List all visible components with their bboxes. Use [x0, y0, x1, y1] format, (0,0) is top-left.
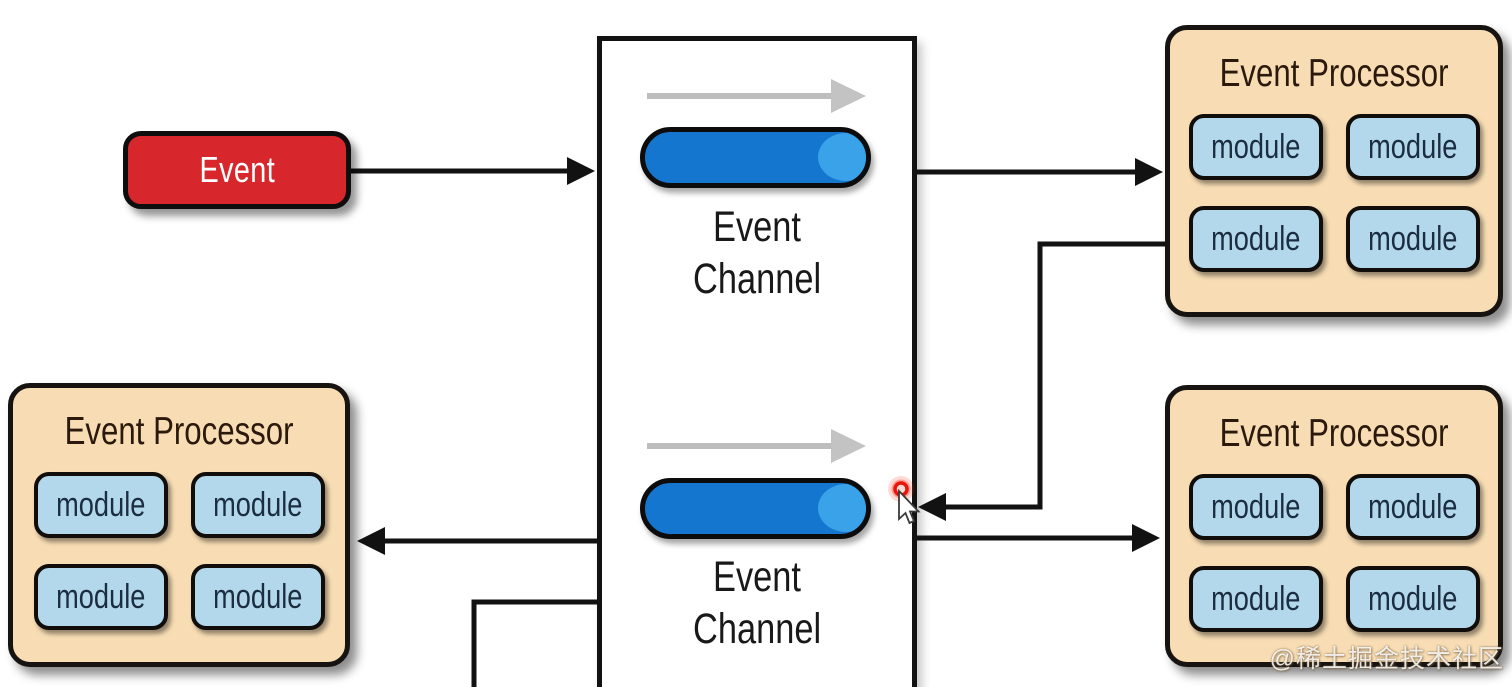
- arrow-event-to-channel: [350, 157, 595, 185]
- module-box: module: [1188, 474, 1323, 540]
- module-label: module: [1367, 219, 1458, 258]
- module-box: module: [1188, 566, 1323, 632]
- arrow-top-right-processor-to-channel2: [918, 241, 1165, 521]
- module-label: module: [55, 485, 146, 524]
- event-processor-bottom-left: Event Processor module module module mod…: [8, 383, 350, 667]
- module-label: module: [1210, 219, 1301, 258]
- channel-label-line: Event: [713, 203, 801, 251]
- module-label: module: [1367, 127, 1458, 166]
- cylinder-cap: [818, 484, 866, 532]
- module-box: module: [1345, 114, 1480, 180]
- channel-label-line: Channel: [692, 605, 822, 653]
- module-box: module: [33, 564, 168, 630]
- module-label: module: [1210, 579, 1301, 618]
- module-box: module: [1188, 114, 1323, 180]
- processor-title: Event Processor: [1191, 412, 1477, 456]
- processor-title: Event Processor: [1191, 52, 1477, 96]
- event-queue-cylinder-top: [640, 127, 871, 188]
- module-grid: module module module module: [33, 472, 325, 630]
- cylinder-cap: [818, 133, 866, 181]
- arrow-channel-to-top-right-processor: [915, 158, 1163, 186]
- module-box: module: [1345, 206, 1480, 272]
- module-label: module: [55, 577, 146, 616]
- processor-title: Event Processor: [36, 410, 322, 454]
- event-queue-cylinder-bottom: [640, 478, 871, 539]
- watermark-text: @稀土掘金技术社区: [1269, 645, 1504, 673]
- event-processor-top-right: Event Processor module module module mod…: [1165, 25, 1503, 317]
- module-label: module: [1367, 579, 1458, 618]
- module-label: module: [212, 577, 303, 616]
- module-box: module: [1345, 566, 1480, 632]
- processor-title-text: Event Processor: [1219, 52, 1449, 95]
- event-processor-bottom-right: Event Processor module module module mod…: [1165, 385, 1503, 667]
- module-box: module: [1345, 474, 1480, 540]
- module-box: module: [190, 564, 325, 630]
- module-label: module: [1210, 487, 1301, 526]
- module-box: module: [1188, 206, 1323, 272]
- arrow-channel-to-bottom-left-processor: [357, 527, 599, 555]
- channel-label-line: Channel: [692, 255, 822, 303]
- processor-title-text: Event Processor: [64, 410, 294, 453]
- processor-title-text: Event Processor: [1219, 412, 1449, 455]
- module-label: module: [1367, 487, 1458, 526]
- module-label: module: [212, 485, 303, 524]
- event-channel-label-bottom: Event Channel: [597, 551, 917, 655]
- module-box: module: [33, 472, 168, 538]
- module-grid: module module module module: [1188, 474, 1480, 632]
- channel-label-line: Event: [713, 553, 801, 601]
- event-source-box: Event: [123, 131, 351, 209]
- event-source-label: Event: [199, 149, 275, 190]
- connector-channel-bottom-elbow: [471, 599, 599, 687]
- module-grid: module module module module: [1188, 114, 1480, 272]
- module-box: module: [190, 472, 325, 538]
- arrow-channel-to-bottom-right-processor: [915, 524, 1160, 552]
- event-channel-label-top: Event Channel: [597, 201, 917, 305]
- module-label: module: [1210, 127, 1301, 166]
